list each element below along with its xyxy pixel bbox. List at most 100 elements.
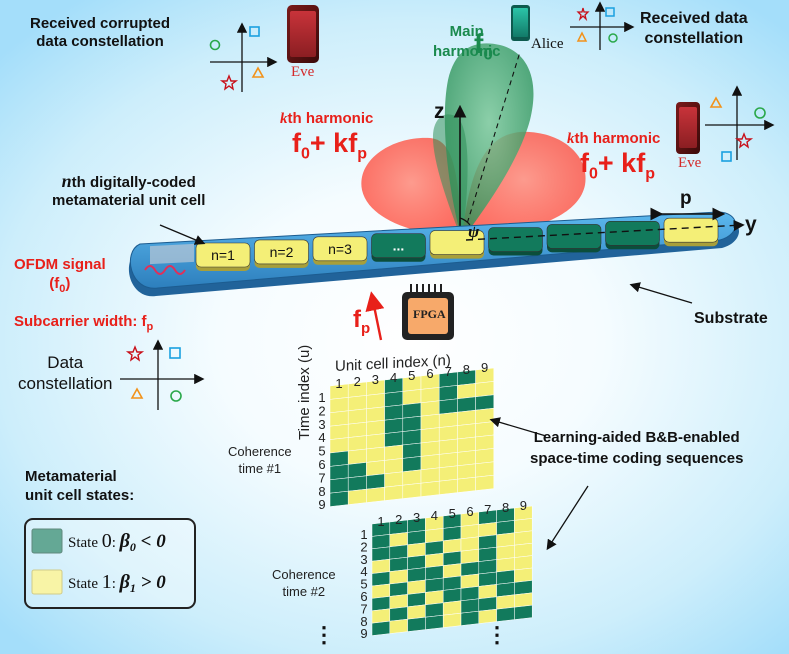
ofdm-line2: (f0) [14,274,106,299]
subcarrier-text: Subcarrier width: f [14,313,147,330]
grid-cell [366,486,385,503]
fp-arrow [365,291,385,341]
grid-cell [442,538,462,554]
nth-cell-pointer [159,224,206,245]
fp-sub: p [361,319,371,337]
grid-cell [384,458,404,475]
grid-cell [384,417,404,434]
legend-title: Metamaterial unit cell states: [25,467,134,505]
grid-cell [347,435,367,452]
grid-cell [457,383,476,400]
kth-formula-sub-left: 0 [301,145,310,163]
main-freq-f: f [474,28,484,59]
nth-cell-line2: metamaterial unit cell [52,192,206,209]
grid-cell [402,415,422,432]
received-corrupted-line1: Received corrupted [30,15,171,32]
main-harmonic-line2: harmonic [433,43,501,60]
grid-cell [475,381,495,398]
kth-formula-plus-right: + k [597,148,637,178]
grid-cell [371,571,391,587]
state1-swatch [31,569,63,595]
grid-cell [478,546,497,562]
star-symbol-icon [125,345,145,362]
period-label: p [680,188,692,209]
grid-cell [460,573,480,589]
kth-k-right: k [567,131,575,147]
coding-grid-coherence-1 [329,367,495,507]
kth-harmonic-label-right: kth harmonic [567,130,660,148]
kth-harmonic-label-left: kth harmonic [280,110,373,128]
grid-cell [438,465,458,482]
grid-cell [384,484,404,501]
nth-cell-label: nth digitally-coded metamaterial unit ce… [52,172,205,210]
grid-cell [329,410,349,427]
unit-cell-1 [195,242,251,268]
grid-cell [438,385,458,402]
radiation-beams [361,43,586,241]
ofdm-sub: 0 [59,283,66,295]
legend-state1: State 1: β1 > 0 [68,571,166,595]
grid-cell [366,419,385,436]
grid-cell [478,534,497,550]
grid-index-number: 7 [484,502,491,517]
grid-cell [384,391,404,408]
grid-cell [366,446,385,463]
grid-cell [457,463,476,480]
substrate-pointer [629,282,693,304]
unit-cell-label: n=1 [211,247,235,263]
main-frequency-label: f0 [474,28,493,65]
grid-cell [389,556,408,572]
grid-cell [402,456,422,473]
grid-cell [407,554,426,570]
grid-cell [425,577,444,593]
grid-cell [475,448,495,465]
data-constellation-plot [120,339,205,410]
unit-cell-label: n=3 [328,241,352,257]
circle-symbol-icon [170,390,182,402]
grid-cell [371,534,391,550]
grid-cell [438,452,458,469]
grid-cell [442,600,462,616]
grid-index-number: 9 [520,498,527,513]
grid-index-number: 2 [395,512,402,527]
grid-cell [420,400,440,417]
state1-num: 1 [101,571,112,593]
triangle-symbol-icon [130,387,144,399]
grid-cell [442,612,462,628]
grid-cell [496,606,515,622]
grid-cell [389,581,408,597]
grid-cell [347,488,367,505]
kth-formula-right: f0+ kfp [580,148,655,183]
grid-cell [371,546,391,562]
grid-cell [442,575,462,591]
kth-formula-sub2-right: p [645,165,655,183]
grid-cell [407,542,426,558]
grid-cell [402,389,422,406]
grid-cell [478,596,497,612]
unit-cell-4 [371,233,426,258]
square-symbol-icon [605,7,615,17]
grid-cell [384,431,404,448]
grid-cell [478,584,497,600]
grid-cell [514,555,533,571]
grid-index-number: 7 [318,470,325,485]
grid-index-number: 9 [360,626,367,641]
nth-prefix: n [61,171,72,191]
grid-cell [514,567,533,583]
received-data-label: Received data constellation [640,9,748,49]
grid-cell [457,409,476,426]
data-constellation-line2: constellation [18,374,113,393]
ofdm-signal-label: OFDM signal (f0) [14,255,106,299]
grid-cell [496,532,515,548]
triangle-symbol-icon [709,96,723,108]
learning-pointer-1 [489,417,547,437]
grid-cell [496,520,515,536]
state0-rel: < 0 [135,531,166,552]
grid-cell [402,442,422,459]
grid-cell [407,592,426,608]
data-constellation-line1: Data [47,353,84,372]
time-index-label: Time index (u) [296,344,313,440]
state1-label: State [68,576,102,592]
grid-index-number: 3 [372,372,379,387]
